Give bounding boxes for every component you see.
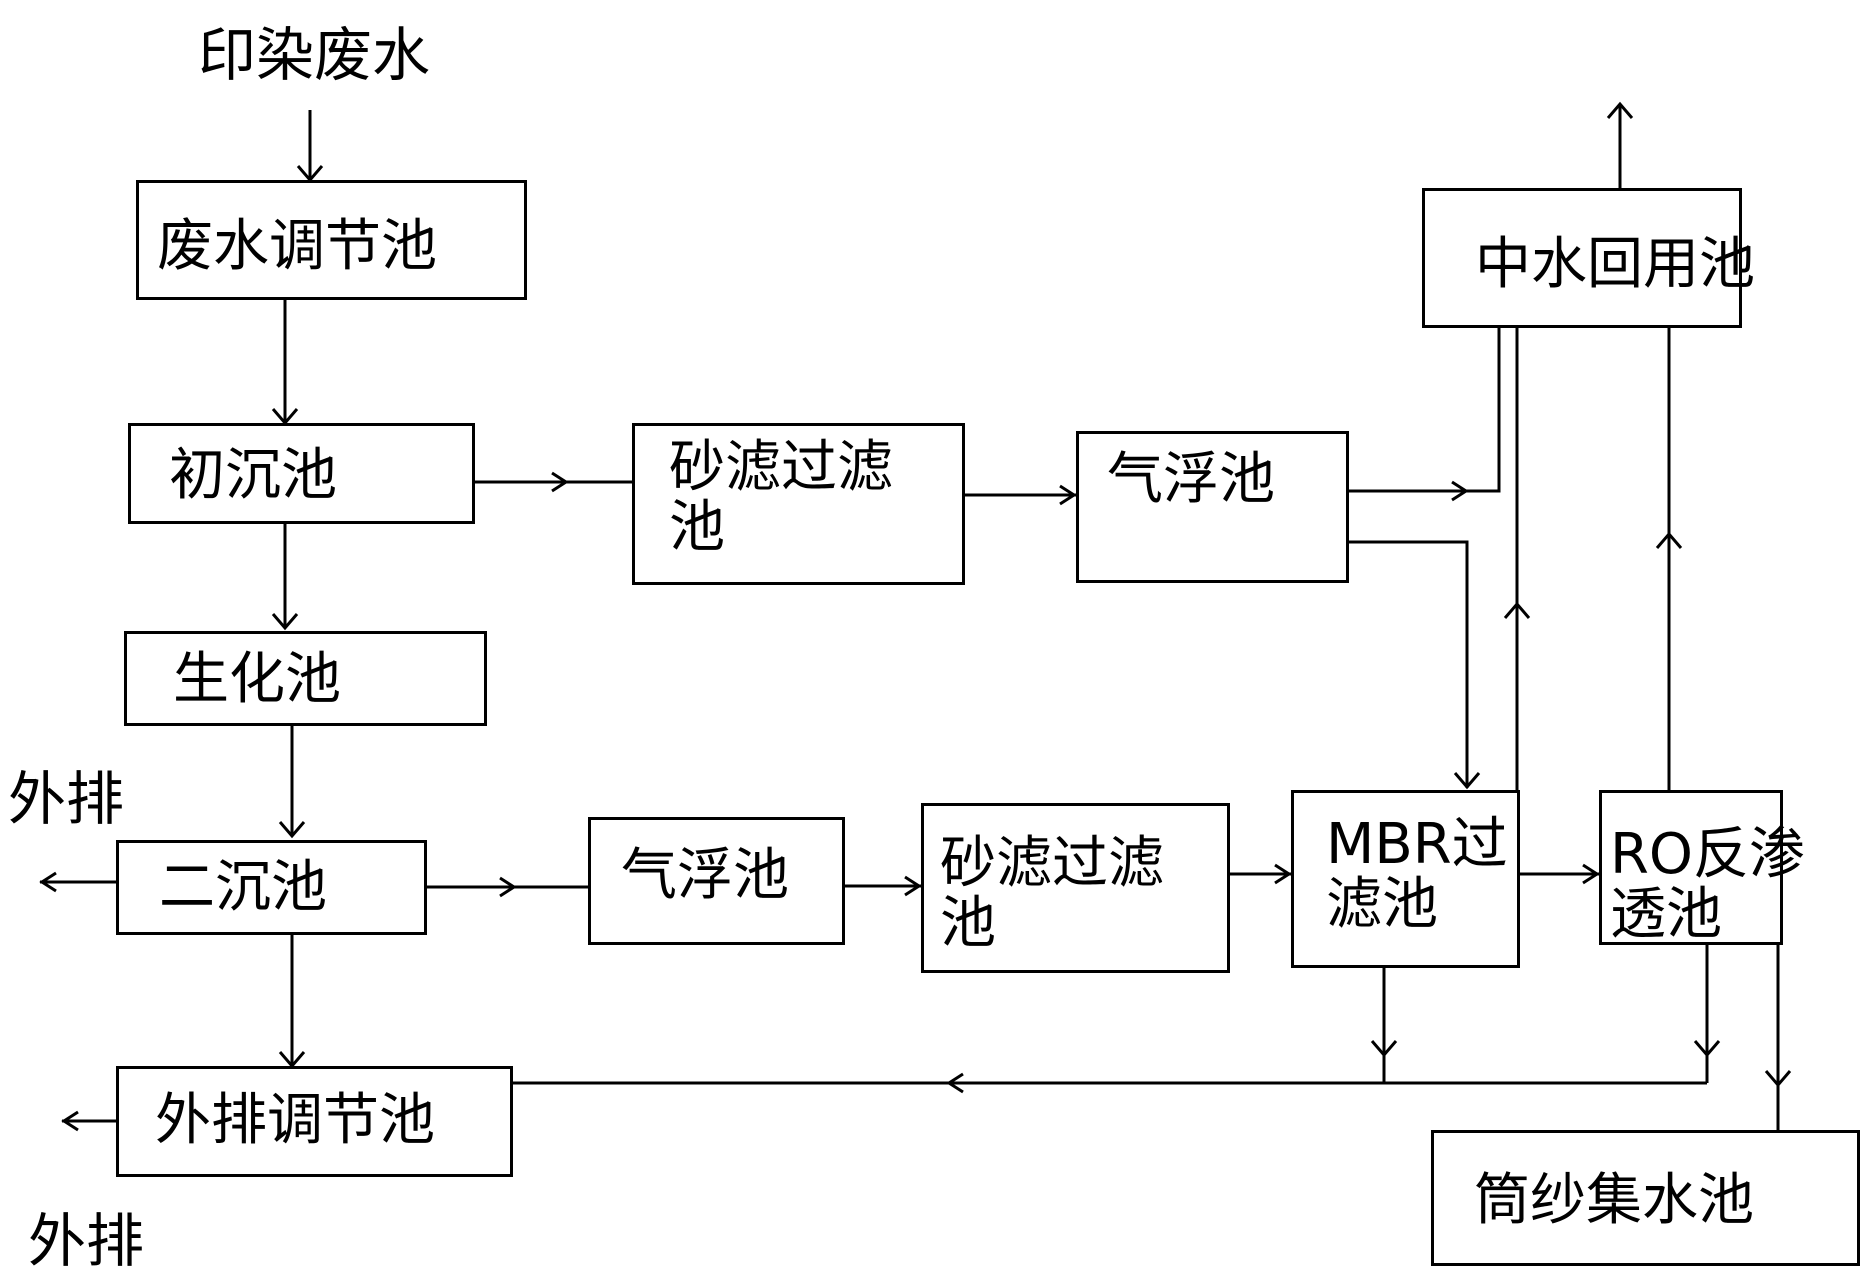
biochemical-tank: 生化池 [124,631,487,726]
primary-sedimentation-tank-label: 初沉池 [169,443,337,508]
wastewater-adjust-tank: 废水调节池 [136,180,527,300]
input-label: 印染废水 [198,21,431,89]
discharge-label-upper: 外排 [8,765,125,833]
reclaimed-water-reuse-tank-label: 中水回用池 [1475,232,1755,297]
secondary-sedimentation-tank: 二沉池 [116,840,427,935]
arrow-secondary-to-discharge-adjust [278,935,306,1069]
sand-filter-tank-lower: 砂滤过滤 池 [921,803,1230,973]
air-flotation-tank-upper: 气浮池 [1076,431,1349,583]
arrow-airfloat-to-reuse [1349,328,1501,502]
arrow-ro-to-yarn [1764,945,1792,1130]
discharge-adjust-tank: 外排调节池 [116,1066,513,1177]
arrow-primary-to-biochem [271,524,299,631]
air-flotation-tank-upper-label: 气浮池 [1107,447,1275,512]
reclaimed-water-reuse-tank: 中水回用池 [1422,188,1755,328]
wastewater-adjust-tank-label: 废水调节池 [157,214,437,279]
sand-filter-tank-lower-label-2: 池 [940,891,996,956]
arrow-mbr-to-ro [1520,863,1600,885]
secondary-sedimentation-tank-label: 二沉池 [159,855,327,920]
mbr-filter-tank-label-1: MBR过 [1326,812,1508,877]
biochemical-tank-label: 生化池 [173,647,341,712]
ro-reverse-osmosis-tank-label-2: 透池 [1610,882,1722,947]
arrow-ro-to-reuse [1655,328,1683,790]
sand-filter-tank-lower-label-1: 砂滤过滤 [940,831,1164,896]
mbr-filter-tank: MBR过 滤池 [1291,790,1520,968]
arrow-biochem-to-secondary [278,726,306,839]
arrow-airfloat-to-sandfilter [845,875,922,897]
mbr-filter-tank-label-2: 滤池 [1326,872,1438,937]
air-flotation-tank-lower-label: 气浮池 [621,843,789,908]
sand-filter-tank-upper: 砂滤过滤 池 [632,423,965,585]
primary-sedimentation-tank: 初沉池 [128,423,475,524]
arrow-secondary-discharge [39,871,116,893]
arrow-secondary-to-airfloat [427,876,588,898]
sand-filter-tank-upper-label-1: 砂滤过滤 [669,435,893,500]
discharge-label-lower: 外排 [28,1207,145,1275]
arrow-airfloat-to-mbr [1349,540,1481,790]
ro-reverse-osmosis-tank-label-1: RO反渗 [1610,822,1805,887]
arrow-adjust-to-primary [271,300,299,426]
yarn-water-collection-tank: 筒纱集水池 [1431,1130,1860,1266]
sand-filter-tank-upper-label-2: 池 [669,495,725,560]
arrow-sandfilter-to-mbr [1230,863,1292,885]
arrow-sandfilter-to-airfloat [965,484,1077,506]
arrow-return-to-discharge-adjust [513,945,1721,1094]
discharge-adjust-tank-label: 外排调节池 [155,1088,435,1153]
ro-reverse-osmosis-tank: RO反渗 透池 [1599,790,1805,947]
air-flotation-tank-lower: 气浮池 [588,817,845,945]
arrow-mbr-to-reuse [1503,328,1531,790]
arrow-input-to-adjust [296,110,324,183]
yarn-water-collection-tank-label: 筒纱集水池 [1474,1168,1754,1233]
arrow-primary-to-sandfilter [475,471,632,493]
arrow-discharge-adjust-out [61,1110,116,1132]
arrow-reuse-outlet [1606,101,1634,188]
